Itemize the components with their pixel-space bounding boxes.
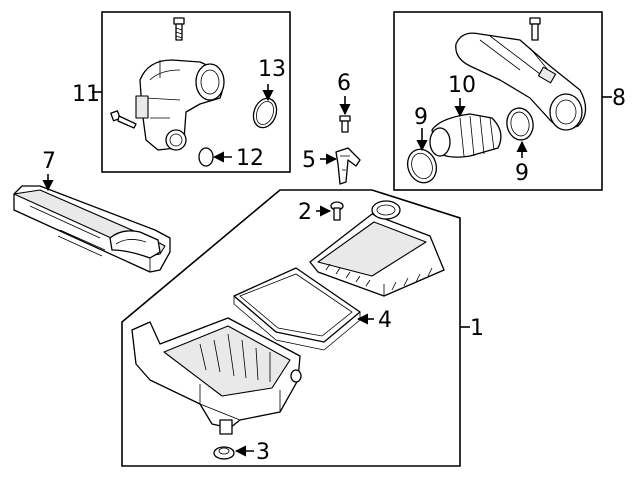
o-ring-12-part: [198, 147, 214, 167]
upper-bolt-8-part: [529, 17, 541, 41]
grommet-3-part: [213, 446, 235, 460]
callout-5: 5: [302, 148, 316, 173]
callout-9-left: 9: [414, 105, 428, 130]
screw-6-part: [339, 115, 351, 133]
side-bolt-part: [110, 110, 137, 129]
callout-4: 4: [378, 308, 392, 333]
group-frame-8: [393, 11, 603, 191]
callout-9-right: 9: [515, 161, 529, 186]
upper-bolt-part: [173, 17, 185, 41]
sensor-5-part: [335, 147, 361, 185]
leader-lines: [42, 84, 612, 457]
clamp-9-right-part: [506, 107, 534, 141]
callout-12: 12: [236, 146, 264, 171]
callout-8: 8: [612, 86, 626, 111]
callout-3: 3: [256, 440, 270, 465]
callout-11: 11: [72, 82, 100, 107]
resonator-duct-part: [135, 59, 225, 151]
callout-2: 2: [298, 200, 312, 225]
callout-6: 6: [337, 71, 351, 96]
hose-10-part: [429, 113, 502, 158]
clamp-9-left-part: [406, 148, 438, 184]
callout-13: 13: [258, 57, 286, 82]
air-box-lower-part: [131, 317, 302, 435]
air-intake-duct-part: [13, 185, 171, 273]
group-frame-1: [121, 189, 461, 467]
outlet-duct-8-part: [455, 32, 587, 131]
air-box-lid-part: [309, 200, 445, 297]
callout-7: 7: [42, 149, 56, 174]
callout-10: 10: [448, 73, 476, 98]
o-ring-13-part: [252, 97, 278, 129]
callout-1: 1: [470, 316, 484, 341]
screw-2-part: [330, 201, 344, 221]
